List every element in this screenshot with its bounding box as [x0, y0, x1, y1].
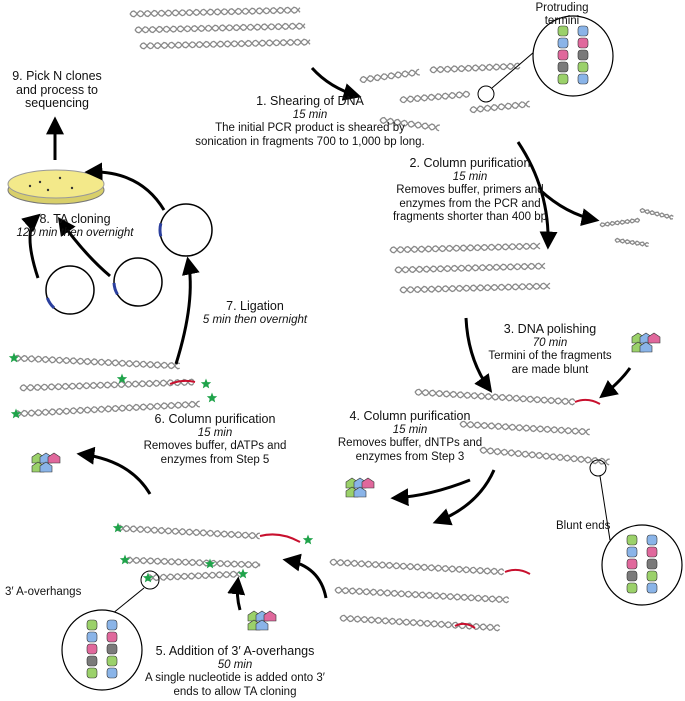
dna-short-1: [599, 217, 641, 228]
dna-purified-2: [394, 262, 546, 274]
red-end-2: [504, 568, 531, 575]
dna-pcr-3: [139, 38, 311, 50]
step6-star-2: [200, 378, 212, 389]
dna-sheared-4: [379, 116, 440, 132]
step-7-label: 7. Ligation 5 min then overnight: [202, 299, 308, 326]
step-3-label: 3. DNA polishing 70 min Termini of the f…: [488, 322, 612, 376]
red-end-4: [259, 533, 301, 543]
step-5-label: 5. Addition of 3′ A-overhangs 50 min A s…: [145, 644, 325, 698]
overhang-star-2: [302, 534, 314, 545]
plasmid-clone-1: [45, 265, 95, 315]
plasmid-clone-2: [112, 257, 163, 307]
step6-star-3: [116, 373, 128, 384]
step6-star-4: [10, 408, 22, 419]
arrow-clone-a: [21, 213, 41, 279]
dna-purified-1: [389, 242, 541, 254]
step-1-label: 1. Shearing of DNA 15 min The initial PC…: [195, 94, 425, 148]
dna-overhang-3: [145, 570, 241, 582]
arrow-step4-waste: [390, 478, 471, 507]
a-overhangs-label: 3′ A-overhangs: [5, 586, 82, 598]
blunt-ends-label: Blunt ends: [556, 520, 611, 532]
arrow-step5-add: [227, 576, 246, 611]
dna-short-2: [614, 237, 650, 248]
overhang-star-3: [119, 554, 131, 565]
arrow-step1: [310, 66, 362, 101]
dna-blunt-1: [414, 388, 576, 406]
step-6-label: 6. Column purification 15 min Removes bu…: [143, 412, 287, 466]
step-9-label: 9. Pick N clones and process to sequenci…: [12, 69, 102, 110]
dna-step4-2: [334, 586, 510, 604]
dna-sheared-1: [359, 68, 420, 84]
red-end-1: [574, 398, 601, 405]
overhang-star-1: [112, 522, 124, 533]
agar-plate: [7, 169, 105, 205]
plasmid-ligated: [158, 203, 213, 257]
red-end-3: [454, 622, 476, 629]
dna-step6-3: [13, 400, 201, 418]
arrow-clone-b: [57, 217, 111, 278]
dna-step6-2: [19, 378, 195, 392]
dna-step4-1: [329, 558, 505, 576]
dna-blunt-3: [479, 446, 610, 466]
dna-step6-1: [13, 354, 181, 370]
arrow-step5: [282, 553, 328, 599]
protruding-termini-label: Protruding termini: [535, 2, 589, 27]
dna-short-3: [639, 207, 674, 220]
dna-sheared-5: [469, 100, 531, 114]
arrow-step2-waste: [538, 188, 600, 226]
a-nucleotides: [247, 610, 277, 631]
blunt-ends-zoom: [601, 524, 683, 606]
dna-sheared-3: [429, 62, 521, 74]
step6-star-1: [8, 352, 20, 363]
step6-waste-nucleotides: [31, 452, 61, 473]
arrow-step3: [464, 317, 493, 393]
overhang-star-4: [204, 558, 216, 569]
dna-overhang-1: [115, 524, 261, 540]
step-4-label: 4. Column purification 15 min Removes bu…: [337, 409, 483, 463]
arrow-step6: [76, 446, 152, 495]
waste-nucleotides: [345, 477, 375, 498]
step6-star-5: [206, 392, 218, 403]
arrow-step3-polish: [599, 367, 632, 399]
arrow-step4-main: [432, 469, 496, 526]
a-overhangs-zoom: [61, 609, 143, 691]
zoom-source-circle: [477, 85, 495, 103]
dna-step4-3: [339, 614, 501, 632]
dna-pcr-1: [129, 6, 301, 18]
arrow-step7: [174, 256, 200, 365]
red-end-5: [169, 379, 196, 385]
dna-purified-3: [399, 282, 551, 294]
protruding-termini-zoom: [532, 15, 614, 97]
step-2-label: 2. Column purification 15 min Removes bu…: [392, 156, 548, 223]
overhang-star-5: [142, 572, 154, 583]
dna-sheared-2: [399, 90, 471, 104]
step-8-label: 8. TA cloning 120 min then overnight: [16, 212, 134, 239]
polish-nucleotides: [631, 332, 661, 353]
overhang-star-6: [237, 568, 249, 579]
dna-blunt-2: [459, 420, 591, 436]
dna-pcr-2: [134, 22, 306, 34]
dna-overhang-2: [125, 556, 261, 569]
arrow-ligate: [84, 162, 166, 211]
